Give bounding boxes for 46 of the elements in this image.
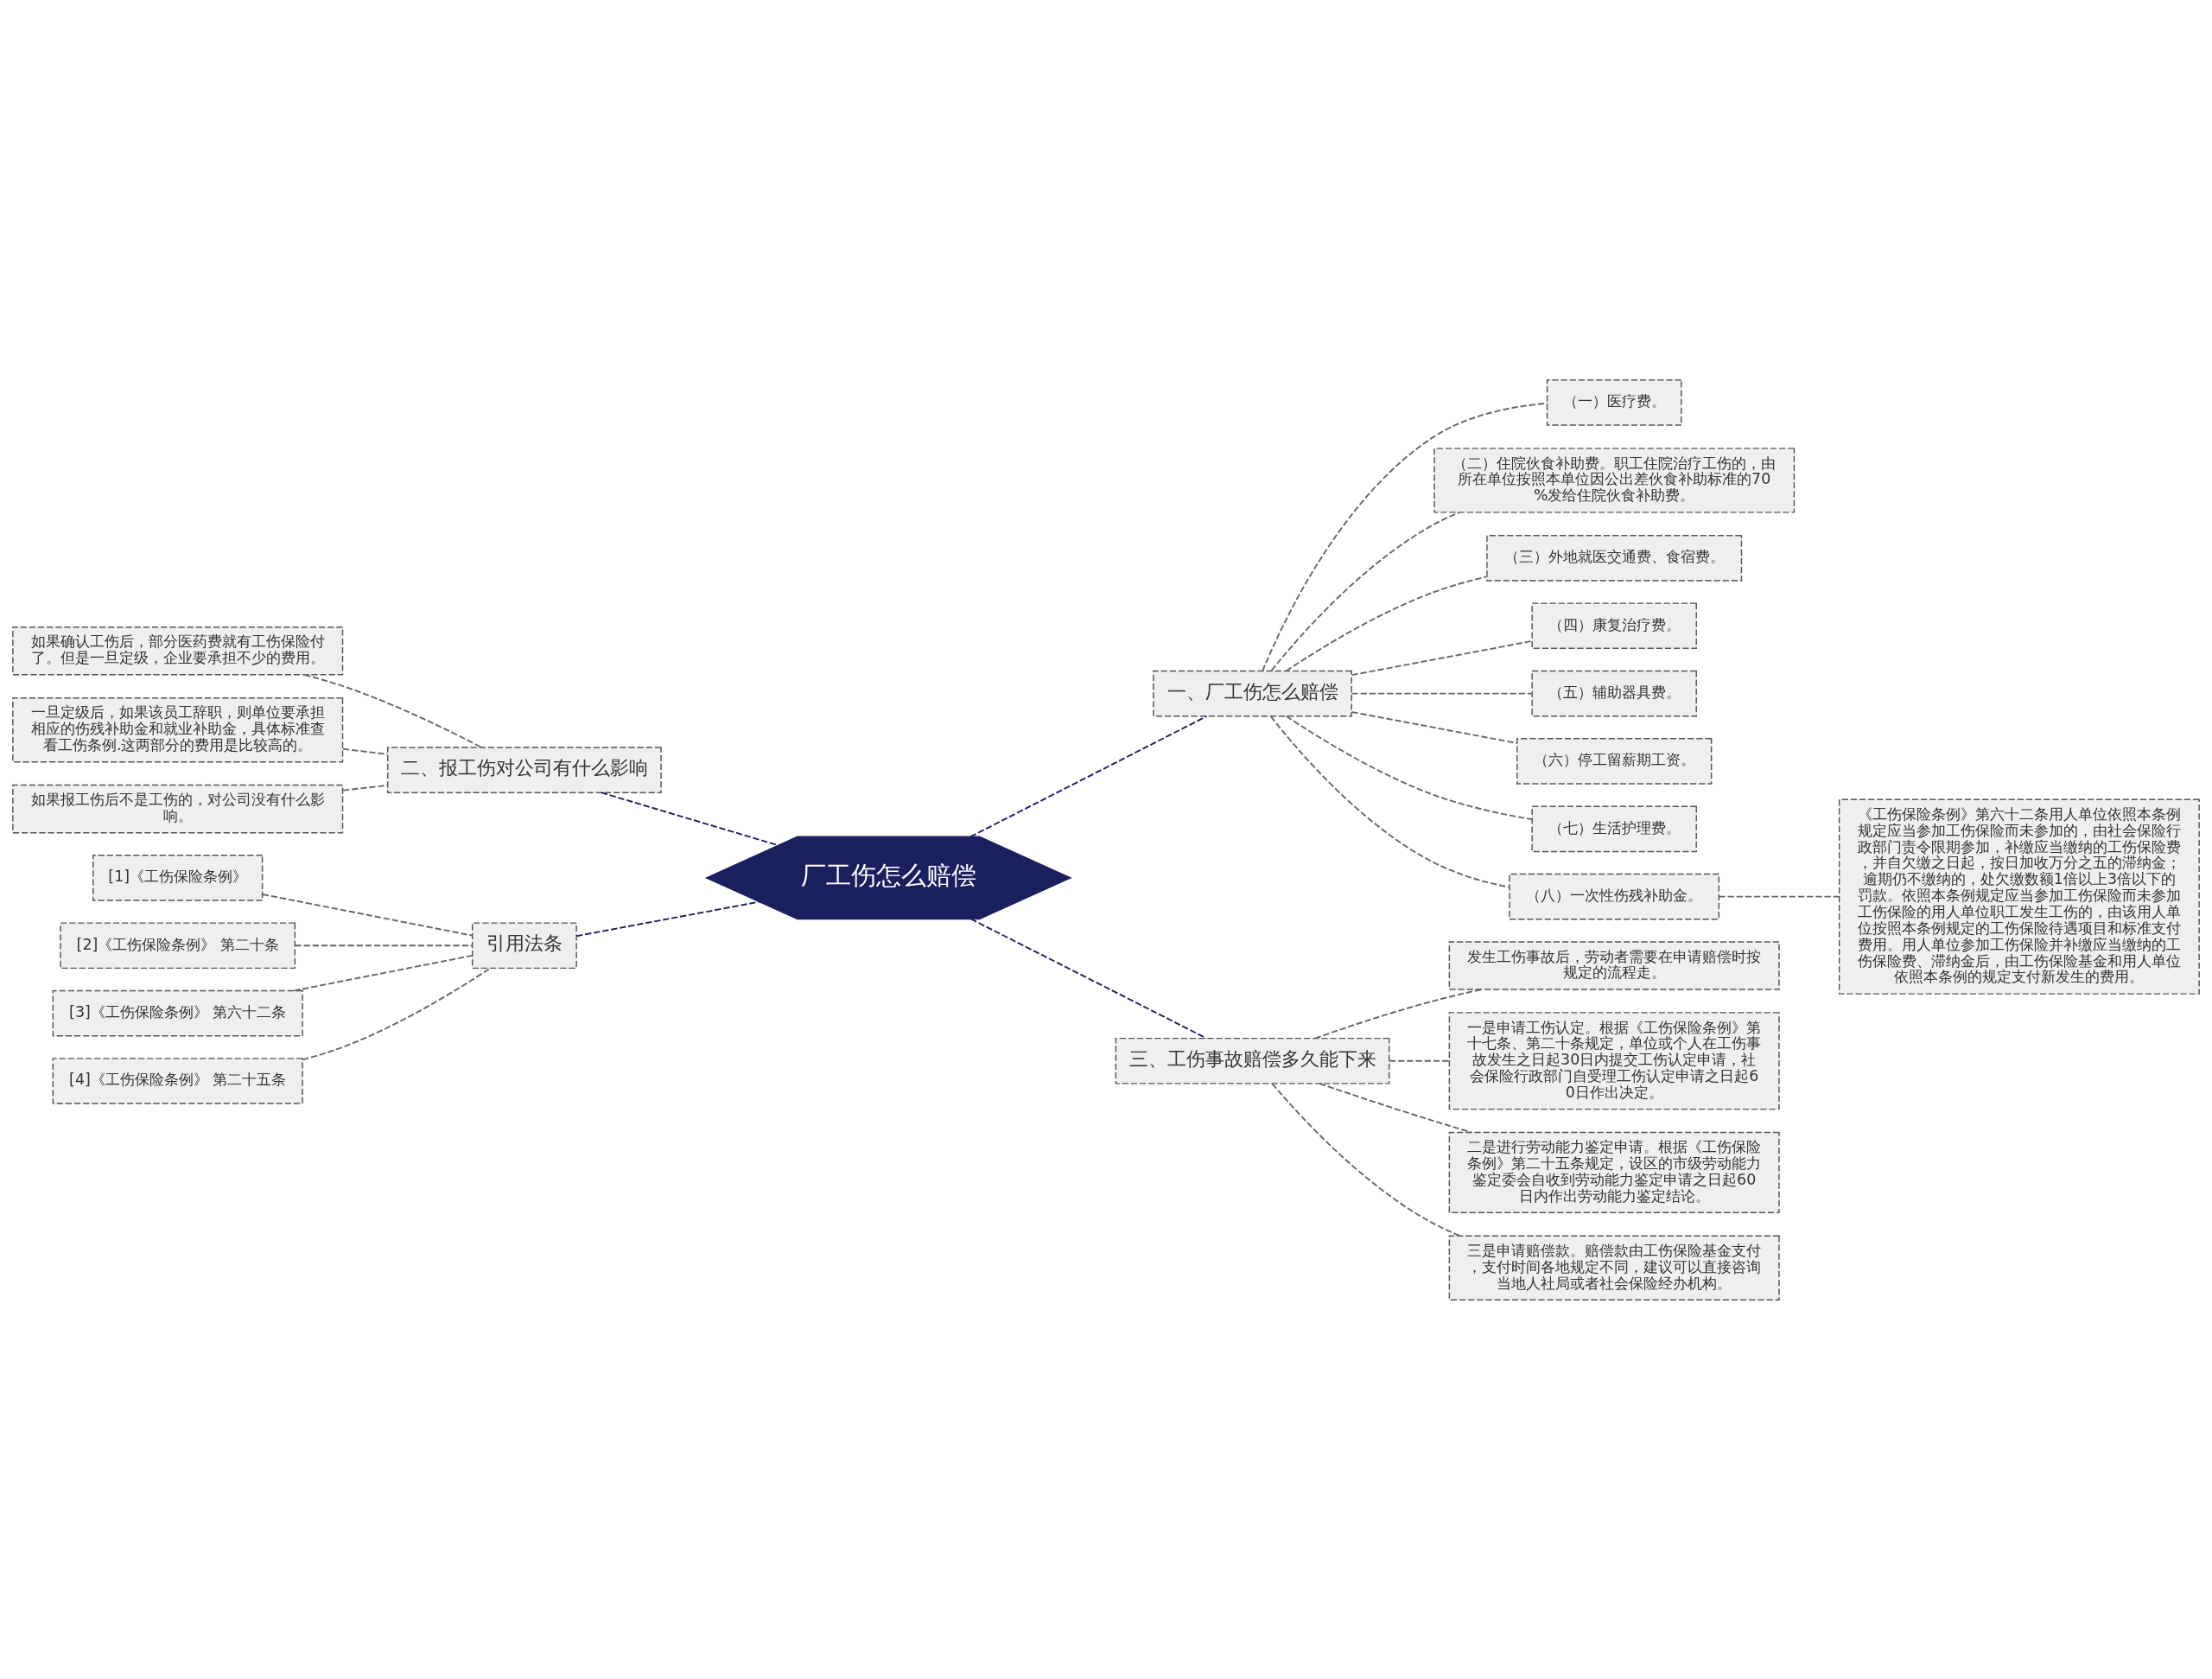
connector: [1351, 692, 1533, 695]
node-box: [4]《工伤保险条例》 第二十五条: [52, 1057, 303, 1104]
connector: [302, 967, 492, 1060]
node-box: [1]《工伤保险条例》: [92, 854, 264, 901]
connector: [1319, 1082, 1472, 1133]
connector: [601, 791, 779, 846]
connector: [262, 893, 474, 937]
node-box: 发生工伤事故后，劳动者需要在申请赔偿时按规定的流程走。: [1448, 940, 1780, 990]
node-box: 一是申请工伤认定。根据《工伤保险条例》第十七条、第二十条规定，单位或个人在工伤事故发生之日起30日内提交工伤认定申请，社会保险行政部门自受理工伤认定申请之日起60日作出决定。: [1448, 1011, 1780, 1110]
connector: [1718, 895, 1840, 898]
connector: [294, 944, 474, 946]
node-box: 一旦定级后，如果该员工辞职，则单位要承担相应的伤残补助金和就业补助金，具体标准查看工伤条例.这两部分的费用是比较高的。: [12, 696, 344, 762]
connector: [293, 954, 474, 991]
connector: [969, 918, 1207, 1039]
connector: [342, 747, 389, 755]
connector: [1271, 1082, 1461, 1237]
connector: [969, 715, 1208, 837]
node-box: 三是申请赔偿款。赔偿款由工伤保险基金支付，支付时间各地规定不同，建议可以直接咨询当地人社局或者社会保险经办机构。: [1448, 1234, 1780, 1301]
node-box: （三）外地就医交通费、食宿费。: [1486, 534, 1743, 582]
connector: [1270, 511, 1460, 671]
node-box: 如果报工伤后不是工伤的，对公司没有什么影响。: [12, 784, 344, 833]
node-box: [2]《工伤保险条例》 第二十条: [60, 921, 296, 969]
node-box: （七）生活护理费。: [1531, 805, 1697, 852]
node-box: 如果确认工伤后，部分医药费就有工伤保险付了。但是一旦定级，企业要承担不少的费用。: [12, 626, 344, 676]
node-box: 三、工伤事故赔偿多久能下来: [1115, 1037, 1390, 1084]
connector: [1351, 639, 1533, 676]
node-box: 一、厂工伤怎么赔偿: [1153, 670, 1352, 716]
node-box: 二是进行劳动能力鉴定申请。根据《工伤保险条例》第二十五条规定，设区的市级劳动能力鉴定委会自收到劳动能力鉴定申请之日起60日内作出劳动能力鉴定结论。: [1448, 1131, 1780, 1213]
node-box: （六）停工留薪期工资。: [1516, 737, 1713, 785]
node-box: （五）辅助器具费。: [1531, 670, 1697, 716]
node-box: （一）医疗费。: [1546, 378, 1682, 426]
node-box: [3]《工伤保险条例》 第六十二条: [52, 989, 303, 1036]
connector: [1285, 575, 1488, 671]
node-box: （二）住院伙食补助费。职工住院治疗工伤的，由所在单位按照本单位因公出差伙食补助标准的70%发给住院伙食补助费。: [1433, 447, 1796, 513]
node-box: 《工伤保险条例》第六十二条用人单位依照本条例规定应当参加工伤保险而未参加的，由社会保险行政部门责令限期参加，补缴应当缴纳的工伤保险费，并自欠缴之日起，按日加收万分之五的滞纳金；逾期仍不缴纳的，处欠缴数额1倍以上3倍以下的罚款。依照本条例规定应当参加工伤保险而未参加工伤保险的用人单位职工发生工伤的，由该用人单位按照本条例规定的工伤保险待遇项目和标准支付费用。用人单位参加工伤保险并补缴应当缴纳的工伤保险费、滞纳金后，由工伤保险基金和用人单位依照本条例的规定支付新发生的费用。: [1838, 798, 2200, 995]
connector: [1269, 715, 1510, 888]
node-box: 引用法条: [471, 921, 577, 969]
connector: [1389, 1059, 1451, 1062]
connector: [575, 900, 760, 937]
connector: [1285, 715, 1533, 820]
node-box: 二、报工伤对公司有什么影响: [387, 746, 662, 793]
connector: [1313, 988, 1483, 1040]
node-box: （四）康复治疗费。: [1531, 601, 1697, 649]
node-box: （八）一次性伤残补助金。: [1509, 873, 1720, 919]
connector: [342, 784, 389, 792]
connector: [1351, 710, 1518, 744]
